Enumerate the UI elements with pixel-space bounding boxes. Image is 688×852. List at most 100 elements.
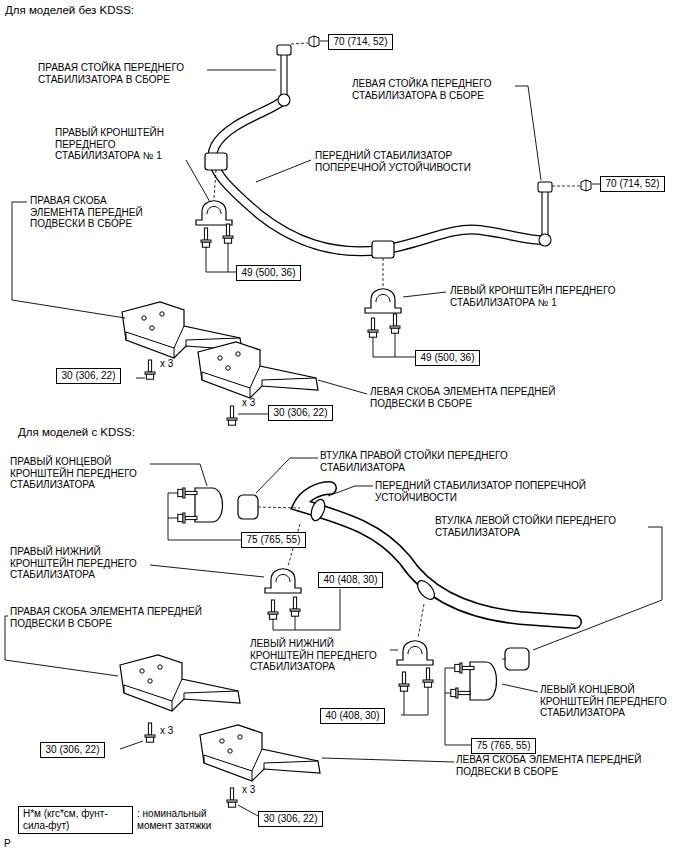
part-label: ПЕРЕДНИЙ СТАБИЛИЗАТОР ПОПЕРЕЧНОЙ УСТОЙЧИ… bbox=[315, 150, 487, 173]
bracket-part bbox=[397, 641, 433, 665]
leader-line bbox=[186, 160, 210, 202]
torque-value: 75 (765, 55) bbox=[246, 534, 301, 546]
bracket-part bbox=[365, 289, 401, 313]
part-label: P bbox=[4, 838, 11, 850]
stabilizer-link bbox=[291, 43, 580, 186]
bracket-part bbox=[122, 170, 401, 425]
bracket-part bbox=[268, 600, 278, 619]
torque-value: 49 (500, 36) bbox=[420, 352, 475, 364]
torque-box: 30 (306, 22) bbox=[56, 368, 121, 384]
bracket-part bbox=[196, 201, 232, 225]
torque-box: 40 (408, 30) bbox=[318, 572, 383, 588]
stabilizer-link bbox=[278, 94, 290, 106]
stabilizer-link bbox=[538, 182, 552, 192]
part-label: ПРАВАЯ СТОЙКА ПЕРЕДНЕГО СТАБИЛИЗАТОРА В … bbox=[38, 62, 206, 85]
bracket-part bbox=[455, 663, 474, 673]
leader-line bbox=[502, 684, 538, 692]
part-label: ЛЕВАЯ СКОБА ЭЛЕМЕНТА ПЕРЕДНЕЙ ПОДВЕСКИ В… bbox=[370, 386, 588, 409]
stabilizer-bar bbox=[300, 488, 575, 622]
leader-line bbox=[12, 41, 600, 414]
bracket-part bbox=[214, 170, 383, 286]
part-label: ВТУЛКА ЛЕВОЙ СТОЙКИ ПЕРЕДНЕГО СТАБИЛИЗАТ… bbox=[435, 515, 647, 538]
bracket-part bbox=[195, 488, 223, 522]
bracket-part bbox=[201, 228, 211, 247]
leader-line bbox=[592, 184, 600, 185]
stabilizer-link bbox=[277, 36, 591, 246]
torque-box: 49 (500, 36) bbox=[415, 350, 480, 366]
bracket-part bbox=[120, 655, 240, 711]
torque-box: 75 (765, 55) bbox=[471, 738, 536, 754]
bracket-part bbox=[178, 488, 197, 498]
stabilizer-bar bbox=[300, 488, 575, 622]
leader-line bbox=[445, 668, 471, 745]
stabilizer-bar bbox=[212, 100, 545, 251]
leader-line bbox=[322, 758, 454, 762]
leader-line bbox=[373, 333, 415, 357]
stabilizer-link bbox=[581, 180, 591, 191]
section-title: Для моделей без KDSS: bbox=[5, 4, 134, 17]
leader-line bbox=[390, 650, 398, 651]
torque-value: 75 (765, 55) bbox=[476, 740, 531, 752]
leader-line bbox=[533, 527, 662, 650]
stabilizer-bar bbox=[372, 241, 394, 258]
leader-line bbox=[150, 464, 207, 486]
part-label: ЛЕВЫЙ КРОНШТЕЙН ПЕРЕДНЕГО СТАБИЛИЗАТОРА … bbox=[450, 285, 642, 308]
stabilizer-bar bbox=[205, 153, 227, 170]
torque-value: 30 (306, 22) bbox=[61, 370, 116, 382]
leader-line bbox=[120, 741, 143, 749]
torque-value: 40 (408, 30) bbox=[323, 574, 378, 586]
bracket-part bbox=[227, 788, 237, 807]
leader-line bbox=[256, 160, 311, 182]
bracket-part bbox=[223, 224, 233, 243]
bracket-part bbox=[390, 314, 400, 333]
bracket-part bbox=[399, 672, 409, 691]
bracket-part bbox=[200, 725, 320, 781]
torque-box: 75 (765, 55) bbox=[241, 532, 306, 548]
part-label: ЛЕВЫЙ НИЖНИЙ КРОНШТЕЙН ПЕРЕДНЕГО СТАБИЛИ… bbox=[250, 638, 390, 673]
torque-box: 70 (714, 52) bbox=[600, 176, 665, 192]
torque-box: 40 (408, 30) bbox=[320, 708, 385, 724]
leader-line bbox=[206, 243, 236, 272]
part-label: ЛЕВАЯ СКОБА ЭЛЕМЕНТА ПЕРЕДНЕЙ ПОДВЕСКИ В… bbox=[456, 754, 674, 777]
bracket-part bbox=[145, 360, 155, 379]
bracket-part bbox=[178, 513, 197, 523]
legend-text: : номинальный момент затяжки bbox=[137, 808, 237, 832]
leader-line bbox=[515, 86, 541, 180]
stabilizer-link bbox=[281, 50, 287, 98]
torque-value: 30 (306, 22) bbox=[273, 407, 328, 419]
torque-box: 30 (306, 22) bbox=[40, 742, 105, 758]
part-label: x 3 bbox=[160, 725, 173, 737]
leader-line bbox=[238, 414, 268, 415]
leader-line bbox=[168, 493, 241, 540]
bracket-part bbox=[290, 597, 300, 616]
part-label: ПРАВЫЙ КОНЦЕВОЙ КРОНШТЕЙН ПЕРЕДНЕГО СТАБ… bbox=[10, 456, 150, 491]
legend-text: Н*м (кгс*см, фунт-сила-фут) bbox=[23, 808, 127, 832]
stabilizer-bar bbox=[205, 100, 545, 258]
stabilizer-bar bbox=[309, 498, 328, 523]
part-label: x 3 bbox=[242, 784, 255, 796]
part-label: ЛЕВЫЙ КОНЦЕВОЙ КРОНШТЕЙН ПЕРЕДНЕГО СТАБИ… bbox=[540, 684, 680, 719]
leader-line bbox=[273, 589, 340, 630]
bushing-part bbox=[238, 495, 258, 519]
stabilizer-bar bbox=[300, 488, 575, 622]
leader-line bbox=[318, 380, 367, 394]
part-label: ПРАВЫЙ КРОНШТЕЙН ПЕРЕДНЕГО СТАБИЛИЗАТОРА… bbox=[55, 127, 183, 162]
leader-line bbox=[136, 378, 145, 379]
section-title: Для моделей с KDSS: bbox=[18, 426, 135, 439]
leader-line bbox=[207, 70, 276, 71]
leader-line bbox=[401, 687, 428, 715]
torque-value: 70 (714, 52) bbox=[605, 178, 660, 190]
part-label: x 3 bbox=[242, 397, 255, 409]
leader-line bbox=[238, 805, 258, 816]
torque-value: 30 (306, 22) bbox=[263, 813, 318, 825]
stabilizer-link bbox=[539, 234, 551, 246]
stabilizer-link bbox=[542, 188, 548, 236]
stabilizer-link bbox=[309, 36, 319, 47]
stabilizer-bar bbox=[414, 578, 437, 603]
torque-value: 40 (408, 30) bbox=[325, 710, 380, 722]
part-label: ПЕРЕДНИЙ СТАБИЛИЗАТОР ПОПЕРЕЧНОЙ УСТОЙЧИ… bbox=[375, 480, 607, 503]
stabilizer-link bbox=[277, 45, 291, 55]
bracket-part bbox=[198, 342, 318, 398]
part-label: ПРАВАЯ СКОБА ЭЛЕМЕНТА ПЕРЕДНЕЙ ПОДВЕСКИ … bbox=[30, 195, 158, 230]
bracket-part bbox=[265, 569, 301, 593]
